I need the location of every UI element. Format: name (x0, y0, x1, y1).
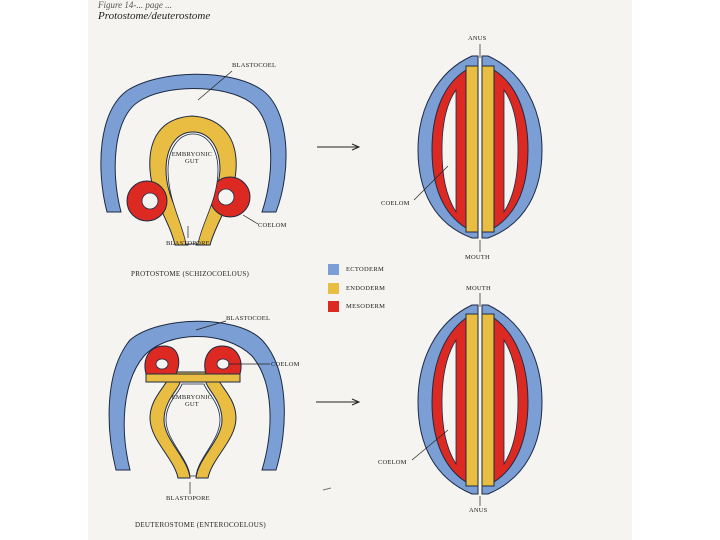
protostome-caption: PROTOSTOME (SCHIZOCOELOUS) (131, 270, 250, 278)
deuterostome-blastocoel-label: BLASTOCOEL (226, 315, 271, 322)
protostome-coelom-right (217, 188, 235, 206)
deuterostome-blastopore-label: BLASTOPORE (166, 495, 210, 502)
ectoderm-swatch (328, 264, 339, 275)
protostome-gut-label: EMBRYONIC GUT (162, 151, 222, 165)
header-caption: Figure 14-... page ... (98, 0, 172, 10)
deuterostome-gut-label-line2: GUT (185, 401, 199, 408)
protostome-blastocoel-label: BLASTOCOEL (232, 62, 277, 69)
legend-item-ectoderm: ECTODERM (328, 264, 384, 275)
protostome-blastopore-label: BLASTOPORE (166, 240, 210, 247)
figure-header: Figure 14-... page ... Protostome/deuter… (98, 0, 210, 23)
legend-item-endoderm: ENDODERM (328, 283, 385, 294)
deuterostome-ectoderm (108, 320, 285, 471)
deuterostome-gut-roof (145, 373, 241, 383)
deuterostome-coelom-right (216, 358, 230, 370)
protostome-adult-body (413, 44, 543, 252)
deuterostome-gut-label: EMBRYONIC GUT (162, 394, 222, 408)
arrow-top (317, 143, 361, 151)
protostome-gut-cavity (167, 133, 219, 245)
legend-label-mesoderm: MESODERM (346, 303, 386, 310)
legend-item-mesoderm: MESODERM (328, 301, 385, 312)
deuterostome-adult-body (411, 293, 543, 506)
legend-label-ectoderm: ECTODERM (346, 266, 385, 273)
header-title: Protostome/deuterostome (98, 10, 211, 22)
protostome-embryo (100, 70, 287, 246)
protostome-gut-label-line2: GUT (185, 158, 199, 165)
deuterostome-coelom-left (155, 358, 169, 370)
protostome-ectoderm (100, 73, 287, 213)
protostome-coelom-left (141, 192, 159, 210)
deuterostome-adult-bottom-label: ANUS (469, 507, 488, 514)
deuterostome-caption: DEUTEROSTOME (ENTEROCOELOUS) (135, 521, 266, 529)
protostome-gut-label-line1: EMBRYONIC (171, 151, 213, 158)
deuterostome-adult-coelom-label: COELOM (378, 459, 407, 466)
protostome-coelom-label: COELOM (258, 222, 287, 229)
deuterostome-embryo (108, 320, 285, 494)
deuterostome-coelom-label: COELOM (271, 361, 300, 368)
mesoderm-swatch (328, 301, 339, 312)
protostome-adult-coelom-label: COELOM (381, 200, 410, 207)
stray-mark (322, 487, 332, 491)
deuterostome-endoderm (149, 371, 237, 479)
endoderm-swatch (328, 283, 339, 294)
protostome-endoderm (149, 115, 237, 246)
deuterostome-adult-top-label: MOUTH (466, 285, 491, 292)
legend-label-endoderm: ENDODERM (346, 285, 386, 292)
protostome-adult-top-label: ANUS (468, 35, 487, 42)
deuterostome-gut-cavity (165, 383, 221, 477)
deuterostome-gut-label-line1: EMBRYONIC (171, 394, 213, 401)
arrow-bottom (316, 398, 361, 406)
protostome-adult-bottom-label: MOUTH (465, 254, 490, 261)
